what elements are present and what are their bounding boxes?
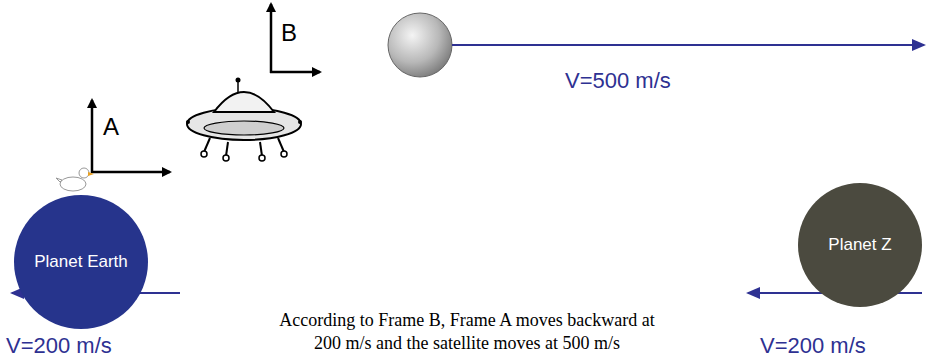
frame-label: A [103,113,119,141]
duck [56,168,94,191]
planet-circle: Planet Earth [14,195,148,329]
frame-label: B [281,19,297,47]
velocity-label: V=200 m/s [6,333,112,359]
planet-circle: Planet Z [798,183,922,307]
caption: According to Frame B, Frame A moves back… [277,309,657,356]
planet-name: Planet Earth [26,252,136,272]
satellite [388,13,924,77]
planet-name: Planet Z [810,235,910,255]
frame-b-axes [270,4,320,73]
frame-a-axes [91,100,170,173]
ufo [186,78,302,162]
velocity-label: V=200 m/s [760,333,866,359]
velocity-label: V=500 m/s [565,68,671,94]
